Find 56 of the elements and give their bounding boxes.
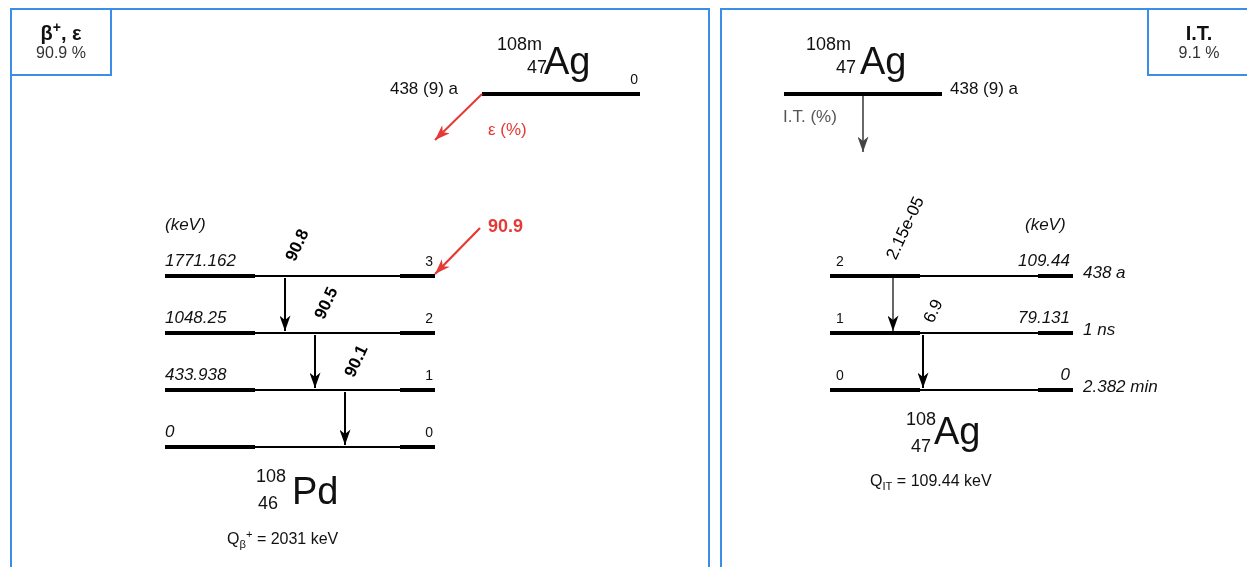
level-index: 1 [836,311,844,325]
level-index: 2 [836,254,844,268]
unit-label: (keV) [165,216,206,233]
transition-arrow [434,227,481,275]
branching-ratio: 9.1 % [1178,44,1220,62]
level-energy: 1048.25 [165,309,227,326]
branching-ratio: 90.9 % [36,44,86,62]
edge-label: 6.9 [920,296,946,326]
transition-arrow [887,277,899,332]
atomic-number: 46 [258,494,279,512]
panel-frame [10,8,710,567]
atomic-number: 47 [911,437,932,455]
edge-label: 90.8 [282,226,312,264]
transition-arrow [434,93,483,141]
unit-label: (keV) [1025,216,1066,233]
decay-mode-box [1147,8,1247,76]
half-life: 1 ns [1083,321,1116,338]
level-energy: 79.131 [1018,309,1070,326]
transition-arrow [339,391,351,446]
q-value: Q$_{IT}$ = 109.44 keV [870,473,992,489]
decay-mode-label: β$^{+}$, ε [40,22,82,45]
level-energy: 109.44 [1018,252,1070,269]
panel-frame [720,8,1247,567]
element-symbol: Ag [860,42,907,80]
level-index: 0 [836,368,844,382]
transition-arrow [279,277,291,332]
atomic-number: 47 [836,58,857,76]
transition-arrow [917,334,929,389]
level-index: 3 [425,254,433,268]
mass-number: 108 [256,467,287,485]
level-index: 2 [425,311,433,325]
half-life: 438 (9) a [389,80,458,97]
decay-mode-label: I.T. [1185,22,1213,45]
level-index: 1 [425,368,433,382]
element-symbol: Ag [934,412,981,450]
decay-mode-box [10,8,112,76]
edge-label: I.T. (%) [783,108,837,125]
mass-number: 108 [906,410,937,428]
transition-arrow [857,95,869,153]
half-life: 438 (9) a [950,80,1019,97]
level-index: 0 [425,425,433,439]
edge-label: 90.5 [311,284,341,322]
level-index: 0 [630,72,638,86]
mass-number: 108m [806,35,852,53]
level-energy: 433.938 [165,366,227,383]
edge-label: ε (%) [488,121,527,138]
level-energy: 0 [1060,366,1070,383]
half-life: 438 a [1083,264,1126,281]
level-energy: 1771.162 [165,252,236,269]
half-life: 2.382 min [1083,378,1158,395]
level-energy: 0 [165,423,175,440]
transition-arrow [309,334,321,389]
edge-label: 90.9 [488,217,524,235]
edge-label: 90.1 [341,342,371,380]
element-symbol: Pd [292,472,339,510]
mass-number: 108m [497,35,543,53]
